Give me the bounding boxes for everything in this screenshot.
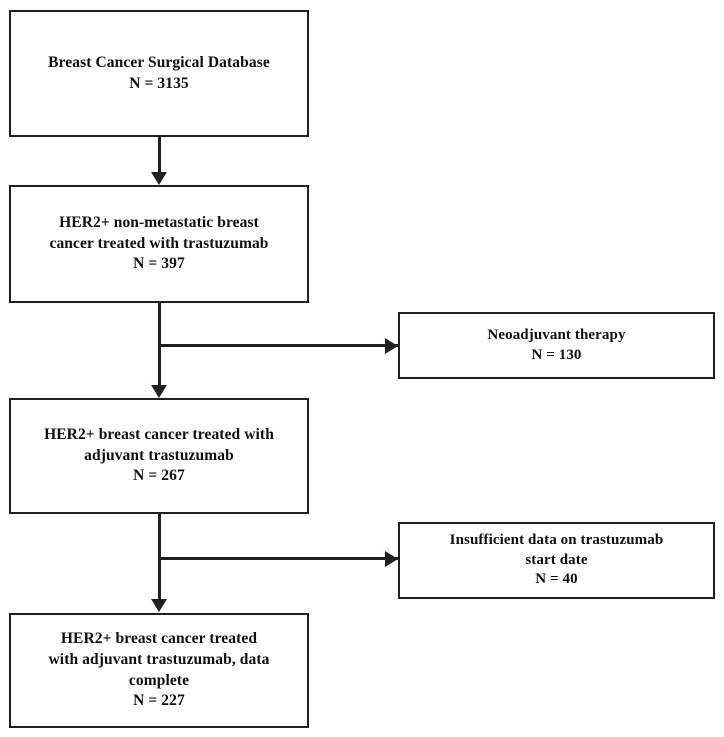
connector-database-to-her2nonmet-line bbox=[158, 137, 161, 173]
arrow-right-icon-her2adjuvant-to-insufficient bbox=[385, 551, 398, 567]
arrow-down-icon-her2adjuvant-to-final bbox=[151, 599, 167, 612]
flow-node-her2-final-cohort: HER2+ breast cancer treated with adjuvan… bbox=[9, 613, 309, 728]
arrow-down-icon-her2nonmet-to-her2adjuvant bbox=[151, 385, 167, 398]
arrow-right-icon-her2nonmet-to-neoadjuvant bbox=[385, 338, 398, 354]
connector-her2adjuvant-to-final-line bbox=[158, 514, 161, 601]
flow-node-neoadjuvant-therapy-label: Neoadjuvant therapy N = 130 bbox=[487, 326, 626, 363]
arrow-down-icon-database-to-her2nonmet bbox=[151, 172, 167, 185]
flow-node-her2-final-cohort-label: HER2+ breast cancer treated with adjuvan… bbox=[48, 630, 270, 710]
flow-node-her2-nonmetastatic-label: HER2+ non-metastatic breast cancer treat… bbox=[49, 214, 269, 273]
flow-node-her2-adjuvant-label: HER2+ breast cancer treated with adjuvan… bbox=[44, 426, 274, 485]
flow-node-neoadjuvant-therapy: Neoadjuvant therapy N = 130 bbox=[398, 312, 715, 379]
flow-node-insufficient-data: Insufficient data on trastuzumab start d… bbox=[398, 522, 715, 599]
connector-her2nonmet-to-neoadjuvant-line bbox=[160, 344, 400, 347]
connector-her2nonmet-to-her2adjuvant-line bbox=[158, 303, 161, 387]
flow-node-database-label: Breast Cancer Surgical Database N = 3135 bbox=[48, 53, 270, 92]
flow-node-her2-nonmetastatic: HER2+ non-metastatic breast cancer treat… bbox=[9, 185, 309, 303]
flow-node-her2-adjuvant: HER2+ breast cancer treated with adjuvan… bbox=[9, 398, 309, 514]
flow-node-database: Breast Cancer Surgical Database N = 3135 bbox=[9, 10, 309, 137]
flow-node-insufficient-data-label: Insufficient data on trastuzumab start d… bbox=[449, 531, 664, 588]
connector-her2adjuvant-to-insufficient-line bbox=[160, 557, 400, 560]
